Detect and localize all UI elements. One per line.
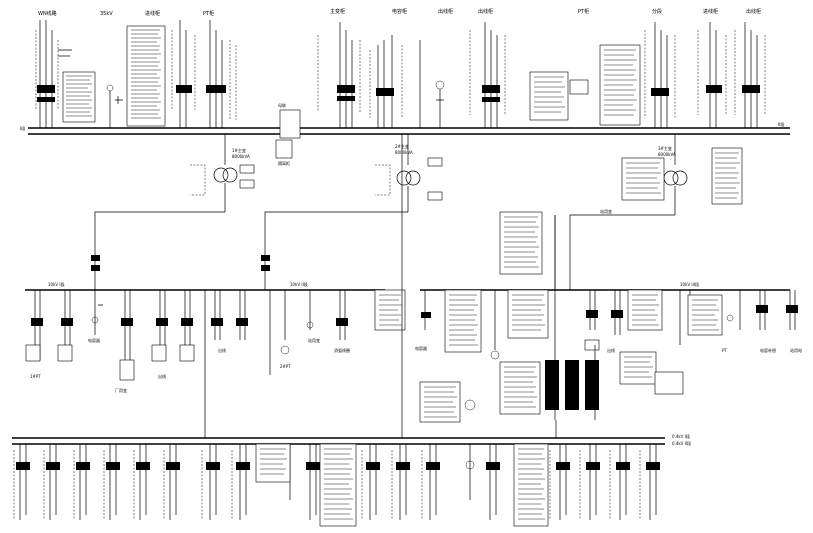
- mid-label-4: 出线: [158, 373, 166, 379]
- mid-label-3: 厂用变: [115, 387, 127, 393]
- mid-label-6: 2#PT: [280, 364, 291, 369]
- bus-label-left: I段: [20, 125, 25, 131]
- tie-cabinet-label: 隔离柜: [278, 160, 290, 166]
- middle-section: 10kV I段 10kV II段 10kV III段 1#PT 电容器 厂用变: [25, 215, 802, 423]
- mid-label-10: 出线: [607, 347, 615, 353]
- top-label-3: 进线柜: [145, 10, 160, 17]
- top-label-6: 电容柜: [392, 8, 407, 15]
- mid-bus-label-1: 10kV I段: [48, 281, 65, 287]
- t3-rating: 8000kVA: [658, 152, 676, 157]
- mid-feeders-left: 1#PT 电容器 厂用变 出线 出线 2#PT 站用变 消弧线圈: [25, 289, 406, 393]
- t3-label: 3#主变: [658, 145, 672, 151]
- bus-label-right: II段: [778, 121, 784, 127]
- mid-group-2: 电容补偿: [760, 347, 776, 353]
- mid-label-1: 1#PT: [30, 374, 41, 379]
- tie-label: 母联: [278, 102, 286, 108]
- bottom-bus-label-1: 0.4kV I段: [672, 433, 690, 439]
- t3-feeder-label: 站用变: [600, 208, 612, 214]
- top-label-4: PT柜: [203, 10, 214, 17]
- bottom-feeders: [13, 443, 660, 527]
- mid-bus-label-2: 10kV II段: [290, 281, 308, 287]
- mid-feeders-right: 电容器 出线 PT 电容补偿 站用电: [415, 215, 802, 423]
- mid-group-3: 站用电: [790, 347, 802, 353]
- top-label-5: 主变柜: [330, 8, 345, 15]
- transformer-1: 1#主变 8000kVA: [94, 134, 255, 290]
- mid-label-2: 电容器: [88, 337, 100, 343]
- mid-label-8: 消弧线圈: [334, 347, 350, 353]
- t1-rating: 8000kVA: [232, 154, 250, 159]
- top-label-11: 进线柜: [703, 8, 718, 15]
- top-section: WN线路 35kV 进线柜 PT柜 主变柜 电容柜 出线柜 出线柜 PT柜 分段…: [20, 8, 790, 166]
- transformer-section: 1#主变 8000kVA 2#主变 8000kVA 3#主变: [94, 134, 743, 290]
- t1-label: 1#主变: [232, 147, 246, 153]
- t2-rating: 8000kVA: [395, 150, 413, 155]
- top-label-8: 出线柜: [478, 8, 493, 15]
- top-feeders: [35, 20, 766, 128]
- mid-label-9: 电容器: [415, 345, 427, 351]
- top-label-2: 35kV: [100, 11, 113, 17]
- top-label-9: PT柜: [578, 8, 589, 15]
- bottom-section: 0.4kV I段 0.4kV II段: [12, 134, 691, 527]
- transformer-3: 3#主变 8000kVA 站用变: [569, 134, 743, 290]
- tie-breaker: [275, 139, 293, 159]
- mid-label-7: 站用变: [308, 337, 320, 343]
- middle-info-box: [499, 211, 543, 275]
- tie-cabinet: [279, 109, 301, 139]
- top-label-12: 出线柜: [746, 8, 761, 15]
- mid-group-1: PT: [722, 348, 727, 353]
- top-label-7: 出线柜: [438, 8, 453, 15]
- mid-label-5: 出线: [218, 347, 226, 353]
- bottom-bus-label-2: 0.4kV II段: [672, 440, 691, 446]
- top-label-1: WN线路: [38, 10, 57, 17]
- mid-bus-label-3: 10kV III段: [680, 281, 699, 287]
- top-label-10: 分段: [652, 8, 662, 15]
